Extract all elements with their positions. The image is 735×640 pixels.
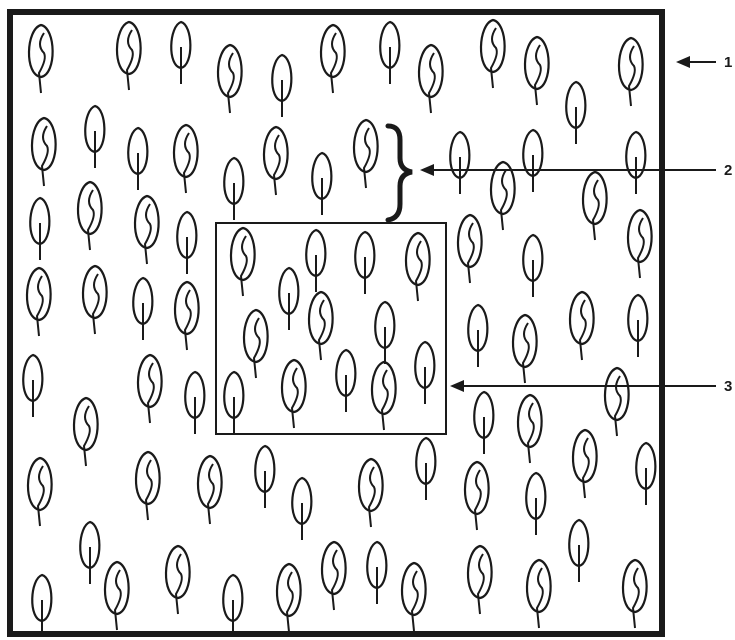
tree-icon [458, 215, 482, 283]
tree-icon [623, 560, 647, 628]
tree-icon [468, 305, 487, 367]
tree-icon [573, 430, 597, 498]
trees-group [23, 20, 655, 637]
tree-icon [128, 128, 147, 190]
tree-icon [523, 235, 542, 297]
tree-icon [174, 125, 198, 193]
tree-icon [272, 55, 291, 117]
tree-icon [355, 232, 374, 294]
tree-icon [570, 292, 594, 360]
tree-icon [309, 292, 333, 360]
tree-icon [255, 446, 274, 508]
tree-icon [74, 398, 98, 466]
tree-icon [626, 132, 645, 194]
tree-icon [375, 302, 394, 364]
label-1: 1 [724, 54, 732, 71]
tree-icon [372, 362, 396, 430]
tree-icon [527, 560, 551, 628]
tree-icon [27, 268, 51, 336]
tree-icon [136, 452, 160, 520]
tree-icon [279, 268, 298, 330]
tree-icon [336, 350, 355, 412]
tree-icon [78, 182, 102, 250]
tree-icon [619, 38, 643, 106]
tree-icon [133, 278, 152, 340]
tree-icon [244, 310, 268, 378]
tree-icon [30, 198, 49, 260]
tree-icon [628, 295, 647, 357]
tree-icon [523, 130, 542, 192]
tree-icon [223, 575, 242, 637]
tree-icon [177, 212, 196, 274]
tree-icon [224, 372, 243, 434]
tree-icon [569, 520, 588, 582]
tree-icon [628, 210, 652, 278]
tree-icon [419, 45, 443, 113]
tree-icon [474, 392, 493, 454]
tree-icon [306, 230, 325, 292]
tree-icon [312, 153, 331, 215]
tree-icon [29, 25, 53, 93]
tree-icon [292, 478, 311, 540]
tree-icon [415, 342, 434, 404]
tree-icon [198, 456, 222, 524]
tree-icon [277, 564, 301, 632]
tree-icon [23, 355, 42, 417]
tree-icon [80, 522, 99, 584]
tree-icon [354, 120, 378, 188]
tree-icon [218, 45, 242, 113]
tree-icon [513, 315, 537, 383]
arrow-left-icon-1 [676, 56, 716, 68]
tree-icon [135, 196, 159, 264]
tree-icon [321, 25, 345, 93]
tree-icon [105, 562, 129, 630]
tree-icon [166, 546, 190, 614]
label-2: 2 [724, 162, 732, 179]
tree-icon [322, 542, 346, 610]
tree-icon [28, 458, 52, 526]
tree-icon [605, 368, 629, 436]
tree-icon [380, 22, 399, 84]
tree-icon [264, 127, 288, 195]
tree-icon [450, 132, 469, 194]
arrow-left-icon-3 [450, 380, 716, 392]
outer-area-frame [10, 12, 662, 634]
tree-icon [583, 172, 607, 240]
label-3: 3 [724, 378, 732, 395]
curly-brace-icon [388, 126, 412, 220]
tree-icon [32, 575, 51, 637]
tree-icon [402, 563, 426, 631]
tree-icon [468, 546, 492, 614]
tree-icon [526, 473, 545, 535]
tree-icon [406, 233, 430, 301]
tree-icon [416, 438, 435, 500]
tree-icon [224, 158, 243, 220]
tree-icon [85, 106, 104, 168]
tree-icon [465, 462, 489, 530]
tree-icon [83, 266, 107, 334]
tree-icon [231, 228, 255, 296]
tree-icon [359, 459, 383, 527]
tree-icon [175, 282, 199, 350]
tree-icon [185, 372, 204, 434]
tree-icon [525, 37, 549, 105]
tree-icon [491, 162, 515, 230]
tree-icon [117, 22, 141, 90]
tree-icon [518, 395, 542, 463]
tree-icon [566, 82, 585, 144]
tree-icon [636, 443, 655, 505]
tree-icon [282, 360, 306, 428]
tree-icon [367, 542, 386, 604]
tree-icon [171, 22, 190, 84]
tree-icon [32, 118, 56, 186]
tree-icon [138, 355, 162, 423]
tree-icon [481, 20, 505, 88]
